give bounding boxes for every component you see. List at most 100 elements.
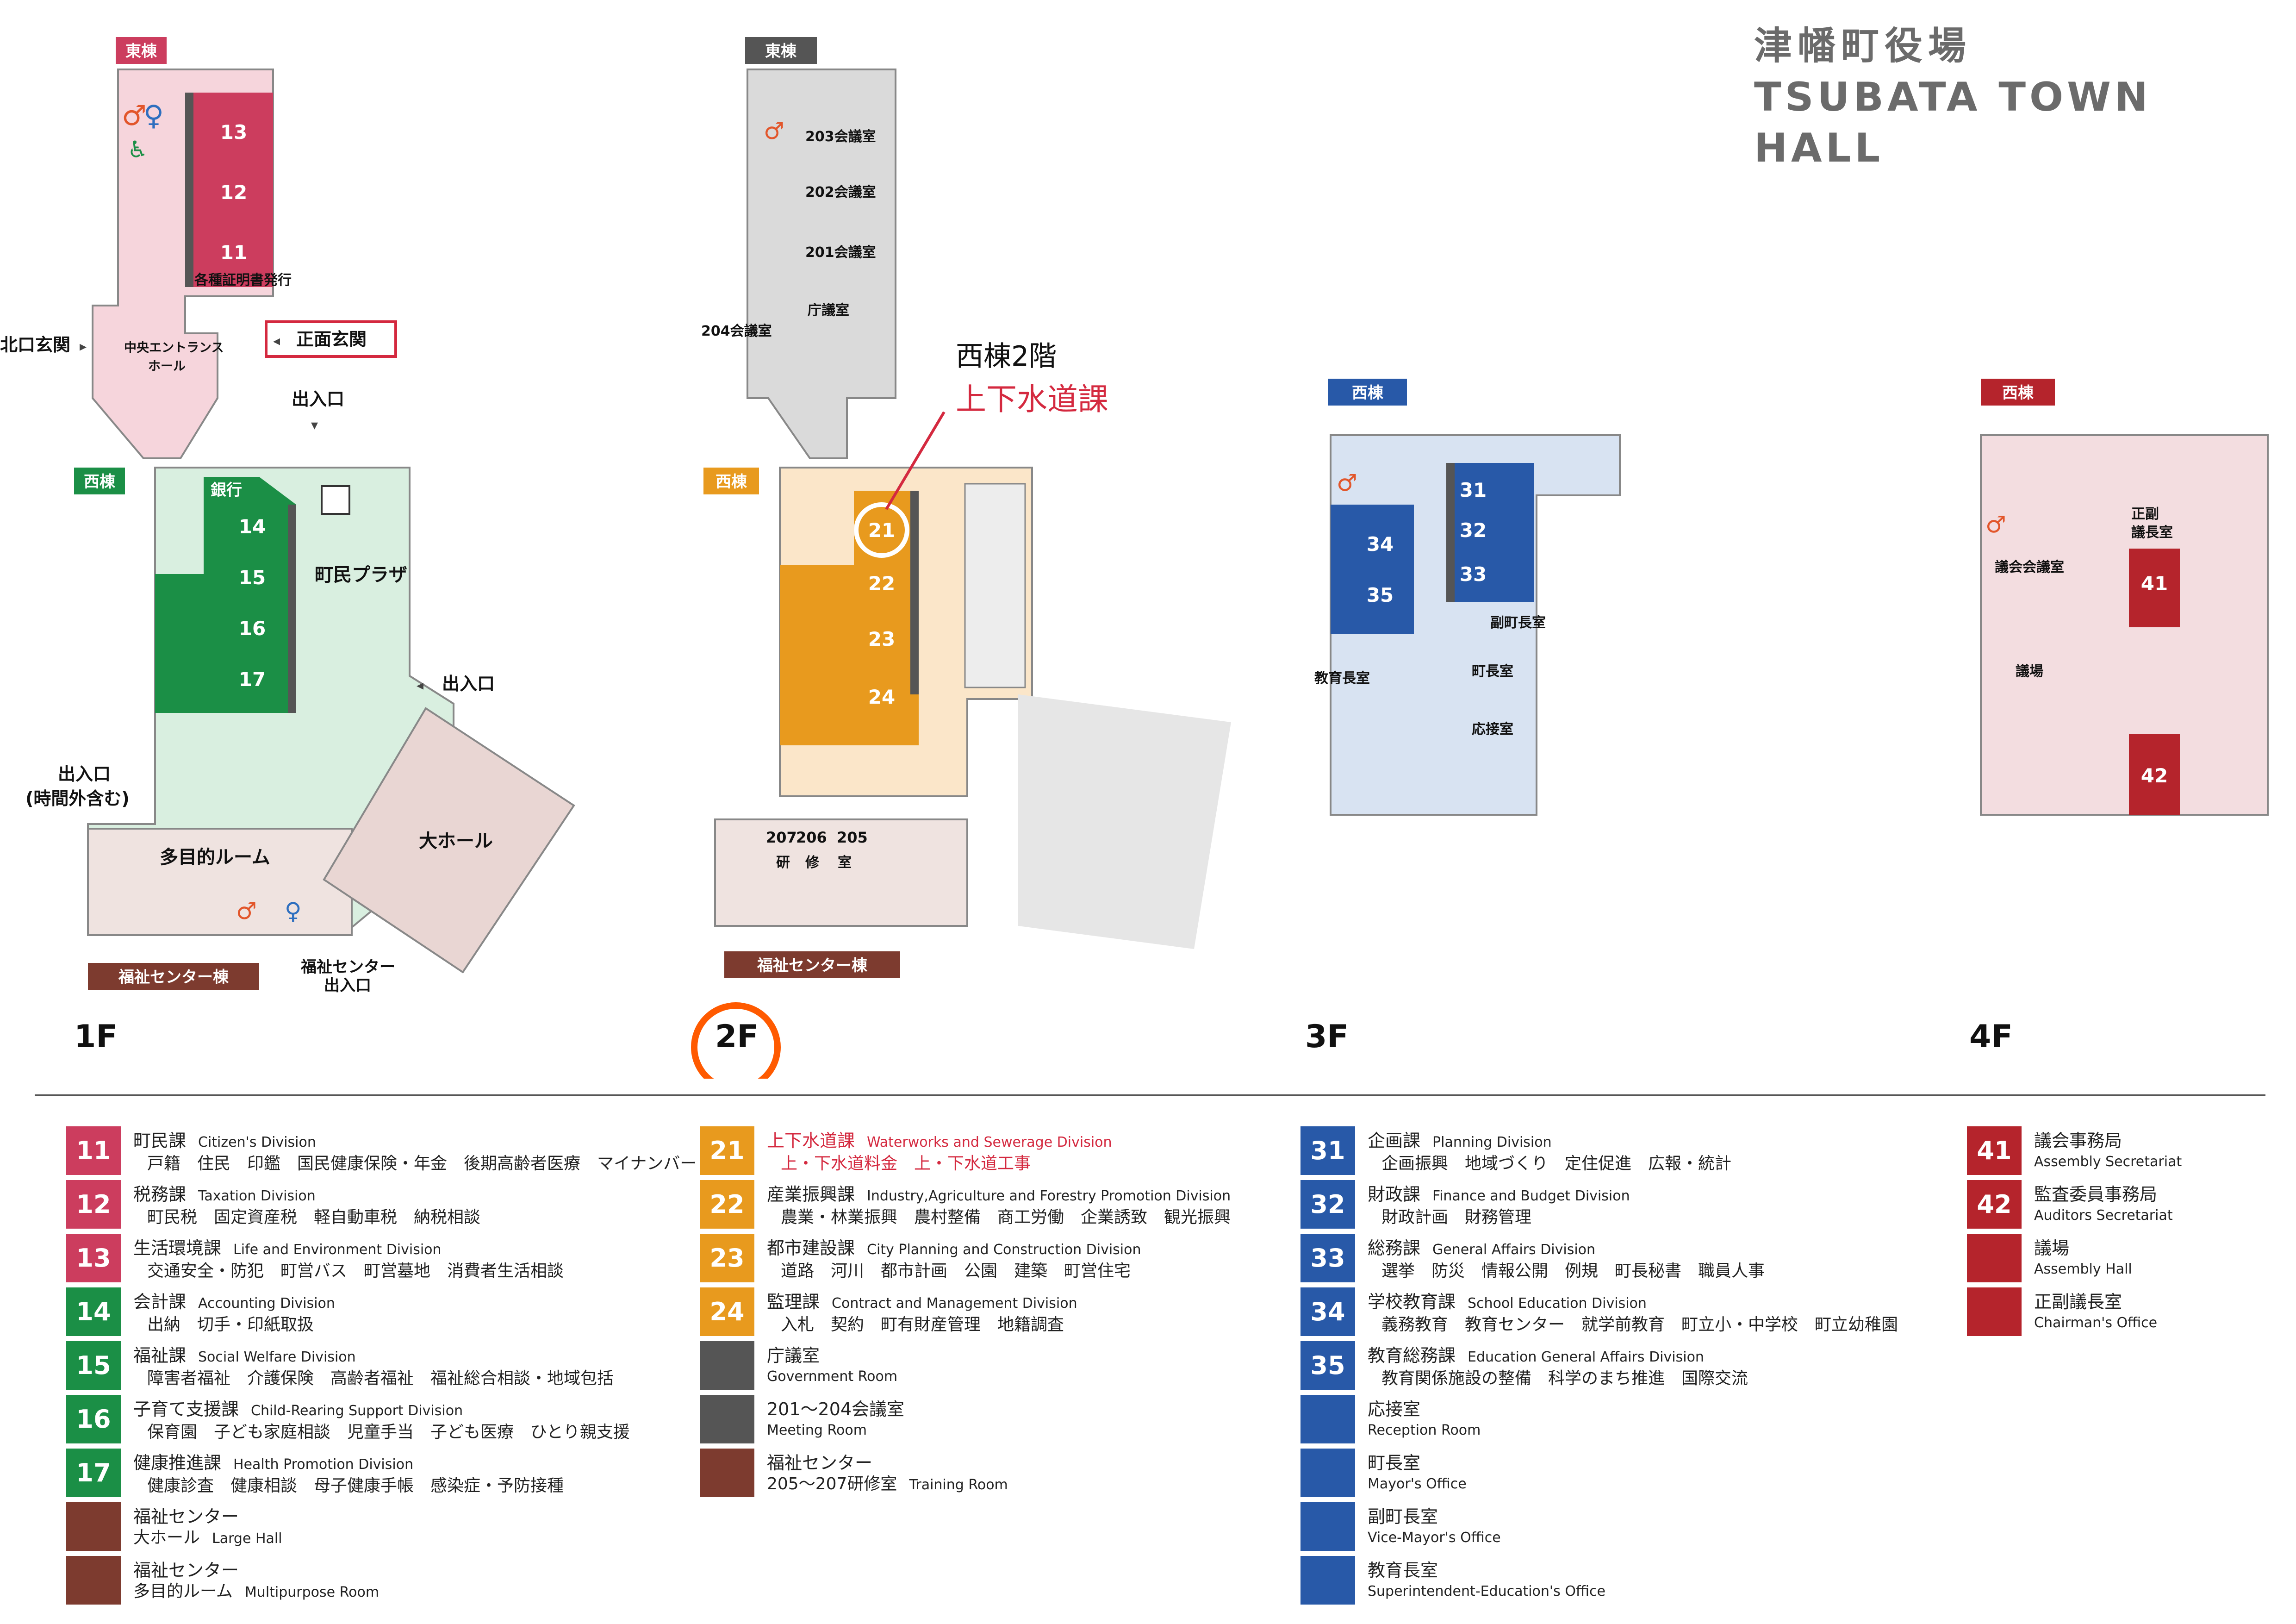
legend-detail-text: Superintendent-Education's Office: [1368, 1583, 1605, 1599]
restroom-male-icon-4f: ♂: [1985, 511, 2006, 538]
legend-dept-jp: 議会事務局: [2034, 1131, 2122, 1151]
number-34: 34: [1367, 533, 1394, 556]
legend-dept-name: 福祉センター: [767, 1452, 1008, 1474]
legend-detail: Auditors Secretariat: [2034, 1205, 2173, 1226]
west-wing-label-3f: 西棟: [1352, 384, 1384, 402]
legend-dept-jp: 監査委員事務局: [2034, 1184, 2158, 1205]
welfare-entrance-label-1: 福祉センター: [300, 958, 395, 976]
number-15: 15: [239, 566, 266, 589]
legend-detail-text: 健康診査 健康相談 母子健康手帳 感染症・予防接種: [147, 1476, 564, 1495]
legend-dept-en: City Planning and Construction Division: [867, 1242, 1141, 1258]
restroom-male-icon-3f: ♂: [1337, 469, 1357, 496]
floor-label-1f: 1F: [74, 1018, 118, 1055]
meeting-room-203: 203会議室: [805, 129, 876, 145]
superintendent-office: 教育長室: [1314, 670, 1370, 687]
legend-dept-jp: 健康推進課: [133, 1453, 222, 1473]
west-wing-tag-1f: [74, 468, 125, 494]
legend-detail-text: Mayor's Office: [1368, 1476, 1467, 1492]
legend-dept-jp: 正副議長室: [2034, 1292, 2122, 1312]
counter-wall-west: [288, 505, 296, 713]
floor-plan-3f: 西棟 31 32 33 34 35 副町長室 教育長室 町長室 応接室 ♂: [1314, 379, 1621, 816]
legend-detail-text: 205～207研修室: [767, 1474, 897, 1493]
legend-number-box: 13: [66, 1234, 121, 1282]
legend-detail: 戸籍 住民 印鑑 国民健康保険・年金 後期高齢者医療 マイナンバー: [133, 1153, 697, 1174]
west-wing-tag-2f: [703, 468, 759, 494]
restroom-male-icon: ♂: [122, 100, 147, 132]
legend-dept-en: Accounting Division: [198, 1295, 335, 1312]
legend-dept-jp: 福祉課: [133, 1345, 187, 1366]
legend-dept-name: 正副議長室: [2034, 1291, 2157, 1312]
number-23: 23: [868, 628, 895, 650]
legend-detail: Mayor's Office: [1368, 1474, 1467, 1495]
elevator-icon: [321, 485, 350, 515]
legend-dept-en: Taxation Division: [198, 1188, 316, 1204]
legend-detail: Vice-Mayor's Office: [1368, 1527, 1501, 1549]
legend-detail-text: 出納 切手・印紙取扱: [147, 1315, 314, 1334]
legend-detail-text: 上・下水道料金 上・下水道工事: [781, 1154, 1031, 1173]
number-13: 13: [220, 121, 247, 144]
arrow-left-icon-2: ◂: [417, 677, 423, 693]
west-wing-label-1f: 西棟: [84, 473, 116, 491]
welfare-wing-tag-2f: [724, 951, 900, 978]
legend-dept-jp: 庁議室: [767, 1345, 820, 1366]
legend-number-box: [1967, 1287, 2022, 1336]
room-205: 205: [837, 829, 868, 846]
number-35: 35: [1367, 584, 1394, 606]
large-hall-label: 大ホール: [419, 831, 493, 852]
number-42: 42: [2141, 764, 2168, 787]
legend-dept-name: 教育長室: [1368, 1560, 1605, 1581]
legend-dept-jp: 副町長室: [1368, 1506, 1438, 1527]
legend-detail-en: Multipurpose Room: [244, 1584, 380, 1600]
multipurpose-room-label: 多目的ルーム: [160, 847, 270, 868]
legend-dept-en: Social Welfare Division: [198, 1349, 356, 1365]
legend-dept-name: 町長室: [1368, 1452, 1467, 1474]
legend-dept-name: 福祉課 Social Welfare Division: [133, 1345, 614, 1368]
legend-detail-text: 保育園 子ども家庭相談 児童手当 子ども医療 ひとり親支援: [147, 1423, 630, 1442]
number-14: 14: [239, 515, 266, 538]
legend-dept-jp: 議場: [2034, 1238, 2070, 1258]
large-hall-ghost-2f: [1018, 694, 1231, 949]
legend-dept-jp: 上下水道課: [767, 1131, 855, 1151]
legend-dept-name: 議会事務局: [2034, 1130, 2182, 1151]
legend-number-box: 15: [66, 1341, 121, 1390]
main-entrance-frame: [265, 320, 397, 358]
assembly-hall-room: 議場: [2016, 663, 2043, 680]
legend-detail-en: Large Hall: [212, 1530, 282, 1547]
west-wing-tag-4f: [1981, 379, 2055, 406]
counter-wall-3f: [1446, 463, 1455, 602]
counter-wall: [185, 93, 193, 287]
callout-waterworks: 上下水道課: [956, 381, 1108, 417]
room-207: 207: [766, 829, 797, 846]
legend-dept-jp: 教育長室: [1368, 1560, 1438, 1580]
legend-dept-jp: 学校教育課: [1368, 1292, 1456, 1312]
legend-dept-jp: 財政課: [1368, 1184, 1421, 1205]
town-plaza-label: 町民プラザ: [315, 564, 407, 586]
legend-dept-en: Contract and Management Division: [832, 1295, 1077, 1312]
number-32: 32: [1460, 519, 1487, 542]
east-wing-label: 東棟: [125, 42, 157, 61]
callout-pointer-line: [885, 411, 946, 510]
east-wing-tag-2f: [745, 37, 817, 64]
legend-dept-jp: 産業振興課: [767, 1184, 855, 1205]
meeting-room-202: 202会議室: [805, 184, 876, 200]
arrow-left-icon: ◂: [273, 333, 280, 349]
legend-dept-en: Citizen's Division: [198, 1134, 316, 1150]
legend-dept-en: Child-Rearing Support Division: [251, 1403, 463, 1419]
chairman-office-2: 議長室: [2131, 525, 2173, 541]
legend-number-box: 41: [1967, 1126, 2022, 1175]
